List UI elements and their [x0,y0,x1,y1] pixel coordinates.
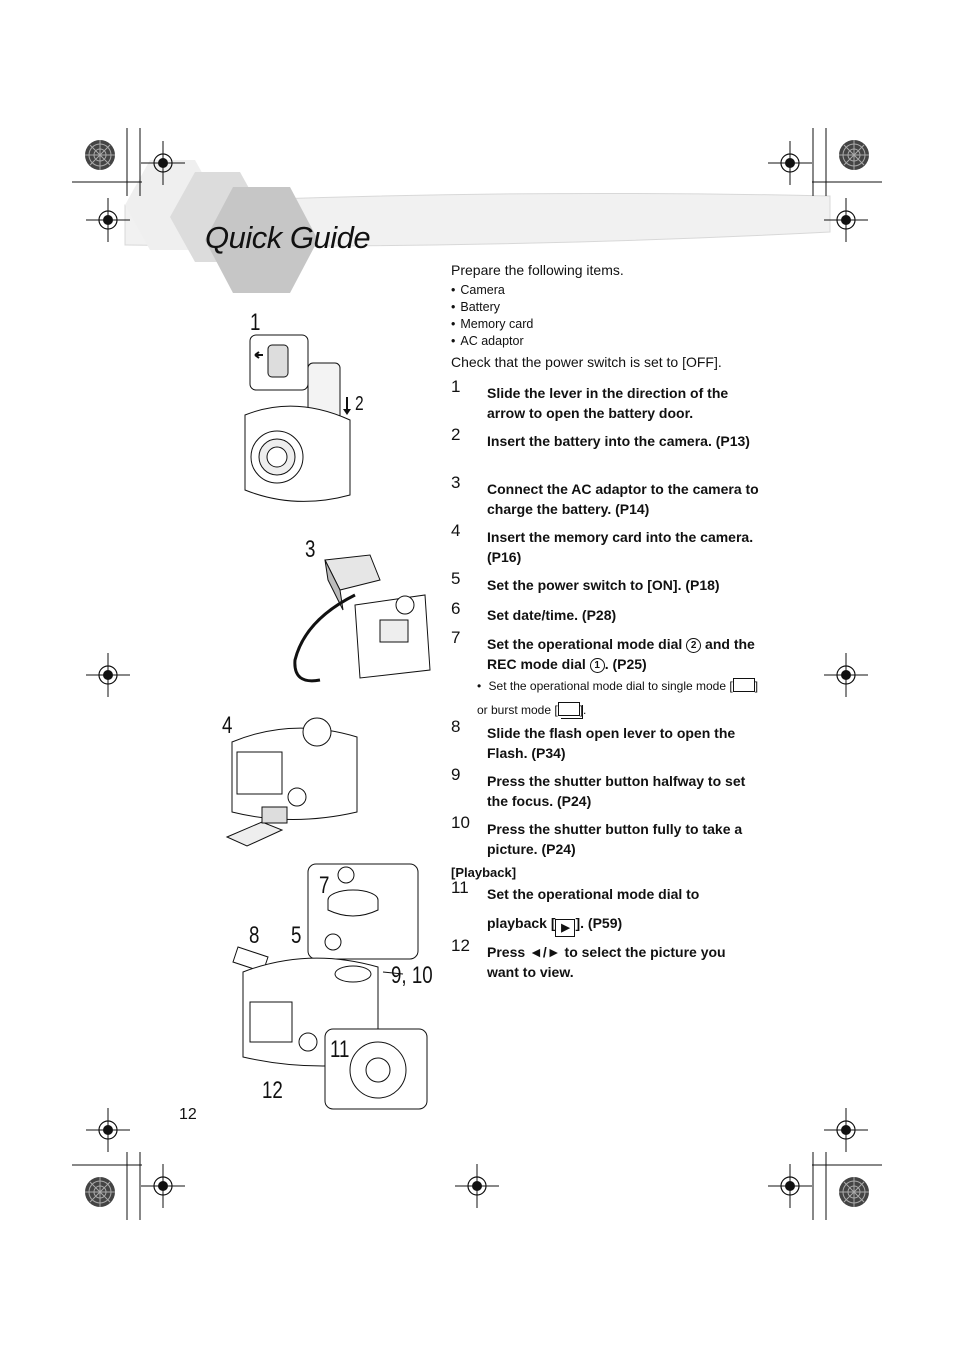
figure-label-7: 7 [319,872,330,899]
step-text: Insert the battery into the camera. (P13… [487,433,750,449]
step-6: 6 Set date/time. (P28) [451,599,761,625]
step-number: 11 [451,878,469,897]
step-number: 3 [451,473,461,492]
single-mode-icon [732,678,755,692]
step-number: 7 [451,628,461,647]
burst-mode-icon [557,702,580,716]
figure-label-12: 12 [262,1077,283,1104]
note-part: ]. [579,703,587,717]
step-11: 11 Set the operational mode dial to play… [451,878,761,937]
list-item: Camera [451,282,771,299]
power-check-note: Check that the power switch is set to [O… [451,354,722,370]
step-text-part: ]. (P59) [575,915,623,931]
step-7-note: Set the operational mode dial to single … [477,674,761,722]
circled-number: 1 [589,658,605,673]
header-decoration [72,128,882,293]
step-text: Press the shutter button fully to take a… [487,821,743,857]
step-text: Set the power switch to [ON]. (P18) [487,577,720,593]
items-list: Camera Battery Memory card AC adaptor [451,282,771,350]
left-right-arrows-icon: ◄/► [529,944,561,960]
step-9: 9 Press the shutter button halfway to se… [451,765,761,811]
step-2: 2 Insert the battery into the camera. (P… [451,425,761,451]
step-number: 9 [451,765,461,784]
memory-card-figure [225,717,358,847]
list-item: Memory card [451,316,771,333]
step-7: 7 Set the operational mode dial 2 and th… [451,628,761,722]
step-text: Press the shutter button halfway to set … [487,773,746,809]
figure-label-9-10: 9, 10 [391,962,433,989]
figure-label-3: 3 [305,536,316,563]
figure-label-5: 5 [291,922,302,949]
figure-label-11: 11 [330,1036,350,1063]
step-number: 10 [451,813,470,832]
ac-adaptor-figure [293,554,431,683]
step-12: 12 Press ◄/► to select the picture you w… [451,936,761,982]
step-3: 3 Connect the AC adaptor to the camera t… [451,473,761,519]
step-text: Slide the lever in the direction of the … [487,385,729,421]
step-text-part: playback [ [487,915,556,931]
step-4: 4 Insert the memory card into the camera… [451,521,761,567]
step-text-part: Set the operational mode dial [487,636,683,652]
step-text: playback [▶]. (P59) [487,913,761,937]
battery-insert-figure [244,334,351,502]
step-text-part: and the REC mode dial [487,636,755,672]
step-10: 10 Press the shutter button fully to tak… [451,813,761,859]
playback-heading: [Playback] [451,865,517,880]
mode-dial-figure [232,863,428,1110]
intro-block: Prepare the following items. Camera Batt… [451,262,771,350]
step-number: 12 [451,936,470,955]
step-text-part: to select the picture you want to view. [487,944,726,980]
step-number: 1 [451,377,461,396]
step-text: Set the operational mode dial to [487,886,700,902]
step-number: 2 [451,425,461,444]
step-text: Set date/time. (P28) [487,607,617,623]
step-number: 6 [451,599,461,618]
step-number: 8 [451,717,461,736]
figure-label-2: 2 [355,393,364,415]
step-text-part: Press [487,944,530,960]
circled-number: 2 [686,638,702,653]
step-1: 1 Slide the lever in the direction of th… [451,377,761,423]
step-text: Slide the flash open lever to open the F… [487,725,736,761]
figure-label-8: 8 [249,922,260,949]
step-text: Set the operational mode dial 2 and the … [487,634,761,674]
list-item: Battery [451,299,771,316]
step-text: Press ◄/► to select the picture you want… [487,942,761,982]
note-part: ] or burst mode [ [477,679,759,717]
figure-label-4: 4 [222,712,233,739]
step-text-part: . (P25) [604,656,647,672]
page-number: 12 [179,1106,197,1123]
play-icon: ▶ [555,919,576,937]
step-5: 5 Set the power switch to [ON]. (P18) [451,569,761,595]
intro-lead: Prepare the following items. [451,262,624,278]
step-8: 8 Slide the flash open lever to open the… [451,717,761,763]
figure-label-1: 1 [250,309,261,336]
note-part: Set the operational mode dial to single … [488,679,733,693]
step-number: 5 [451,569,461,588]
list-item: AC adaptor [451,333,771,350]
page-title: Quick Guide [205,220,371,255]
step-number: 4 [451,521,461,540]
step-text: Connect the AC adaptor to the camera to … [487,481,759,517]
step-text: Insert the memory card into the camera. … [487,529,754,565]
